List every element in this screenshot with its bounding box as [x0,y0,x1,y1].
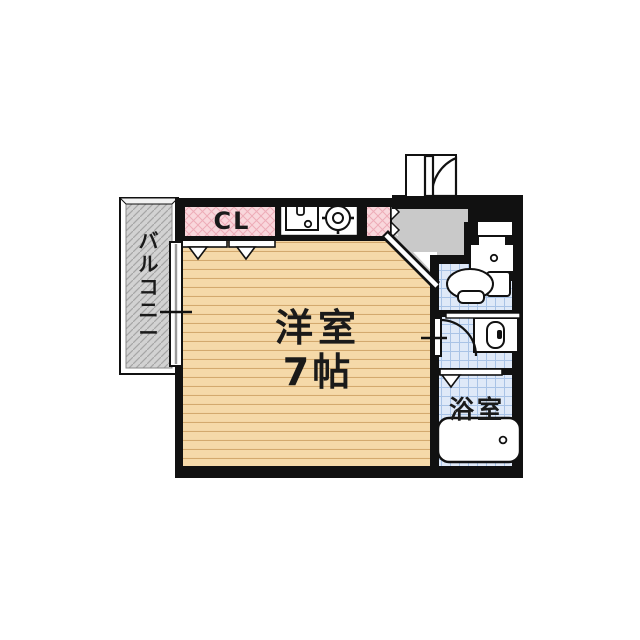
entrance-door[interactable] [405,154,458,198]
closet-door-right-marker [235,246,257,261]
gas-stove-icon [322,202,354,234]
main-room-label: 洋室 [275,306,361,350]
balcony-area [118,197,180,375]
washbasin-fixture [445,312,521,353]
room-entry-sliding-door[interactable] [384,233,439,288]
balcony-label: バルコニー [139,229,162,345]
closet-door-left[interactable] [180,239,228,248]
bathtub-fixture [436,416,522,464]
toilet-fixture [446,268,511,304]
bathroom-door[interactable] [439,368,503,389]
main-room-size-label: 7帖 [283,350,353,394]
kitchen-sink-icon [285,203,319,231]
closet-label: CL [214,207,251,235]
bathroom-door-marker [440,374,462,389]
balcony-sliding-door[interactable] [160,241,192,367]
washroom-door[interactable] [421,317,478,357]
closet-area: CL [183,204,277,241]
bathroom-label: 浴室 [449,395,505,424]
closet-door-left-marker [187,246,209,261]
closet-door-right[interactable] [228,239,276,248]
